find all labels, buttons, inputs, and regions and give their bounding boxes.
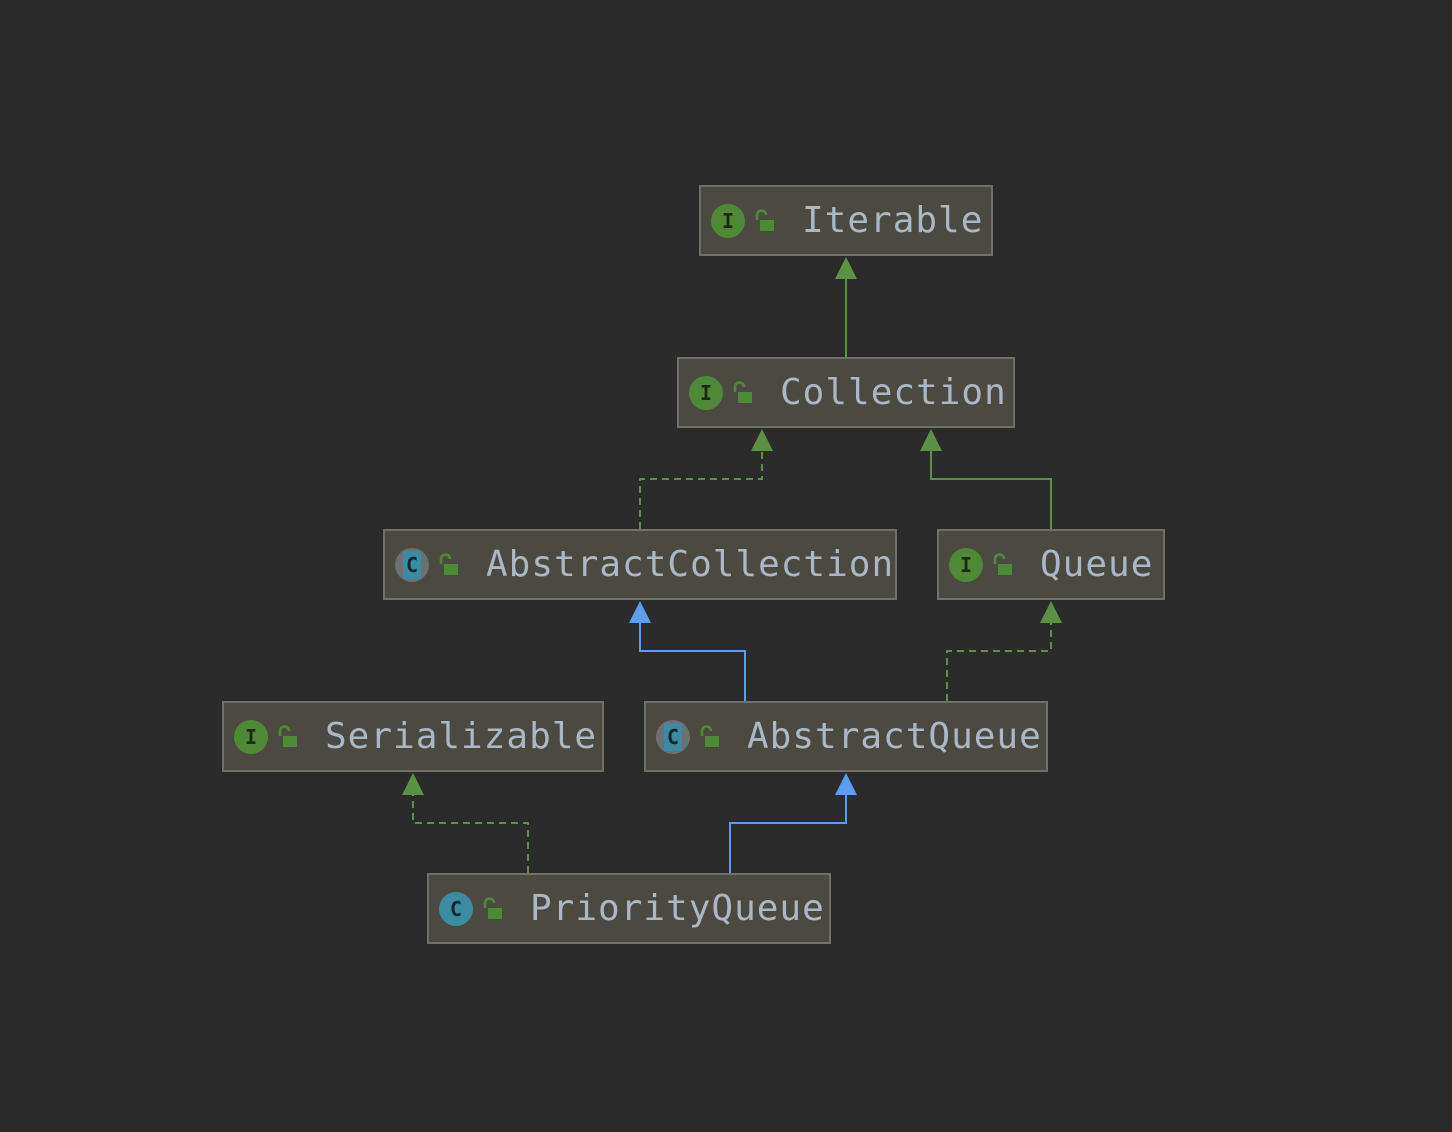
node-label: Queue	[1040, 544, 1154, 585]
node-icons: C	[655, 719, 721, 755]
node-icons: I	[948, 547, 1014, 583]
node-priorityqueue[interactable]: C PriorityQueue	[427, 873, 831, 944]
interface-icon: I	[689, 375, 723, 410]
svg-text:I: I	[960, 553, 972, 577]
public-lock-icon	[483, 896, 502, 919]
node-icons: I	[233, 719, 299, 755]
node-collection[interactable]: I Collection	[677, 357, 1015, 428]
public-lock-icon	[700, 724, 719, 747]
abstract-class-icon: C	[656, 719, 690, 754]
node-label: Serializable	[325, 716, 598, 757]
node-icons: I	[688, 375, 754, 411]
svg-text:I: I	[700, 381, 712, 405]
svg-text:C: C	[450, 897, 462, 921]
abstract-class-icon: C	[395, 547, 429, 582]
public-lock-icon	[278, 724, 297, 747]
arrowhead-queue-to-collection	[920, 429, 942, 451]
node-queue[interactable]: I Queue	[937, 529, 1165, 600]
public-lock-icon	[733, 380, 752, 403]
edge-layer	[402, 257, 1062, 873]
edge-priorityqueue-to-abstractqueue	[729, 795, 847, 873]
arrowhead-abstractqueue-to-queue	[1040, 601, 1062, 623]
node-label: AbstractQueue	[747, 716, 1042, 757]
class-icon: C	[439, 891, 473, 926]
node-label: Collection	[780, 372, 1007, 413]
arrowhead-priorityqueue-to-abstractqueue	[835, 773, 857, 795]
node-abstractcollection[interactable]: C AbstractCollection	[383, 529, 897, 600]
public-lock-icon	[993, 552, 1012, 575]
arrowhead-abstractqueue-to-abstractcollection	[629, 601, 651, 623]
edge-abstractqueue-to-abstractcollection	[639, 623, 746, 701]
arrowhead-priorityqueue-to-serializable	[402, 773, 424, 795]
public-lock-icon	[755, 208, 774, 231]
arrowhead-abstractcollection-to-collection	[751, 429, 773, 451]
edge-abstractcollection-to-collection	[639, 451, 763, 529]
edge-abstractqueue-to-queue	[946, 623, 1052, 701]
svg-text:I: I	[722, 209, 734, 233]
node-abstractqueue[interactable]: C AbstractQueue	[644, 701, 1048, 772]
svg-text:C: C	[667, 725, 679, 749]
node-iterable[interactable]: I Iterable	[699, 185, 993, 256]
node-label: Iterable	[802, 200, 984, 241]
svg-text:I: I	[245, 725, 257, 749]
arrowhead-collection-to-iterable	[835, 257, 857, 279]
interface-icon: I	[711, 203, 745, 238]
node-icons: C	[394, 547, 460, 583]
interface-icon: I	[949, 547, 983, 582]
public-lock-icon	[439, 552, 458, 575]
node-label: AbstractCollection	[486, 544, 895, 585]
interface-icon: I	[234, 719, 268, 754]
edge-queue-to-collection	[930, 451, 1052, 529]
node-icons: I	[710, 203, 776, 239]
node-serializable[interactable]: I Serializable	[222, 701, 604, 772]
node-label: PriorityQueue	[530, 888, 825, 929]
node-icons: C	[438, 891, 504, 927]
edge-priorityqueue-to-serializable	[412, 795, 529, 873]
svg-text:C: C	[406, 553, 418, 577]
